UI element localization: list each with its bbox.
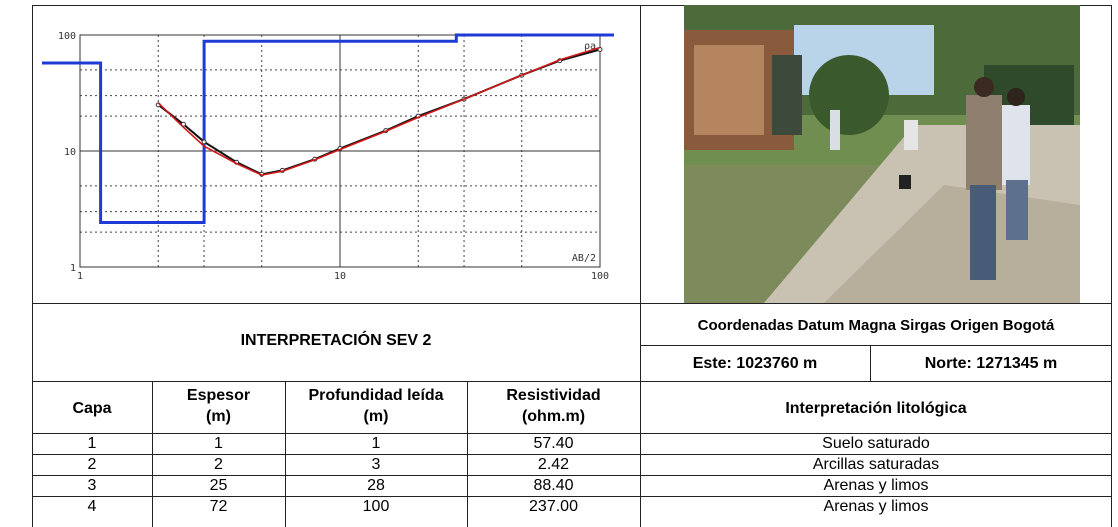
row-line-2 [32, 475, 1112, 476]
coords-title: Coordenadas Datum Magna Sirgas Origen Bo… [697, 317, 1055, 334]
divider-coords-split [870, 345, 871, 381]
row1-interp: Suelo saturado [822, 435, 930, 452]
row3-interp: Arenas y limos [823, 477, 929, 494]
divider-vertical-main [640, 5, 641, 527]
row2-espesor: 2 [214, 456, 223, 473]
row4-prof: 100 [362, 498, 390, 515]
report-border [32, 5, 1112, 527]
header-espesor: Espesor [186, 387, 251, 404]
divider-table-top [32, 381, 1112, 382]
layered-model-line [42, 33, 614, 224]
row3-res: 88.40 [533, 477, 574, 494]
coords-este: Este: 1023760 m [692, 355, 818, 372]
row4-interp: Arenas y limos [823, 498, 929, 515]
header-espesor-unit: (m) [206, 408, 231, 425]
row-line-3 [32, 496, 1112, 497]
header-resistividad-unit: (ohm.m) [521, 408, 586, 425]
header-profundidad: Profundidad leída [308, 387, 444, 404]
row1-capa: 1 [87, 435, 97, 452]
row-line-0 [32, 433, 1112, 434]
field-photo [684, 5, 1080, 303]
divider-coords [640, 345, 1112, 346]
row3-prof: 28 [367, 477, 385, 494]
row2-capa: 2 [87, 456, 97, 473]
interpretation-title: INTERPRETACIÓN SEV 2 [240, 332, 432, 349]
divider-top-section [32, 303, 1112, 304]
model-curve [157, 46, 601, 176]
row3-capa: 3 [87, 477, 97, 494]
y-axis-label: ρa [584, 41, 596, 52]
measured-point [201, 139, 207, 145]
row-line-1 [32, 454, 1112, 455]
x-tick-label: 1 [77, 271, 83, 280]
row2-res: 2.42 [537, 456, 570, 473]
x-tick-label: 100 [591, 271, 609, 280]
row4-res: 237.00 [529, 498, 578, 515]
row4-espesor: 72 [209, 498, 228, 515]
row1-prof: 1 [371, 435, 381, 452]
y-tick-label: 1 [70, 263, 76, 274]
y-tick-label: 10 [64, 147, 76, 158]
measured-curve [157, 48, 601, 176]
coords-norte: Norte: 1271345 m [924, 355, 1058, 372]
header-interpretacion: Interpretación litológica [785, 400, 967, 417]
row2-prof: 3 [371, 456, 381, 473]
row1-espesor: 1 [214, 435, 223, 452]
row2-interp: Arcillas saturadas [812, 456, 940, 473]
row1-res: 57.40 [533, 435, 574, 452]
header-profundidad-unit: (m) [363, 408, 389, 425]
header-capa: Capa [72, 400, 112, 417]
x-axis-label: AB/2 [572, 253, 596, 264]
plot-frame [79, 34, 601, 268]
x-tick-label: 10 [334, 271, 346, 280]
row3-espesor: 25 [209, 477, 228, 494]
row4-capa: 4 [87, 498, 97, 515]
y-tick-label: 100 [58, 31, 76, 42]
header-resistividad: Resistividad [506, 387, 601, 404]
